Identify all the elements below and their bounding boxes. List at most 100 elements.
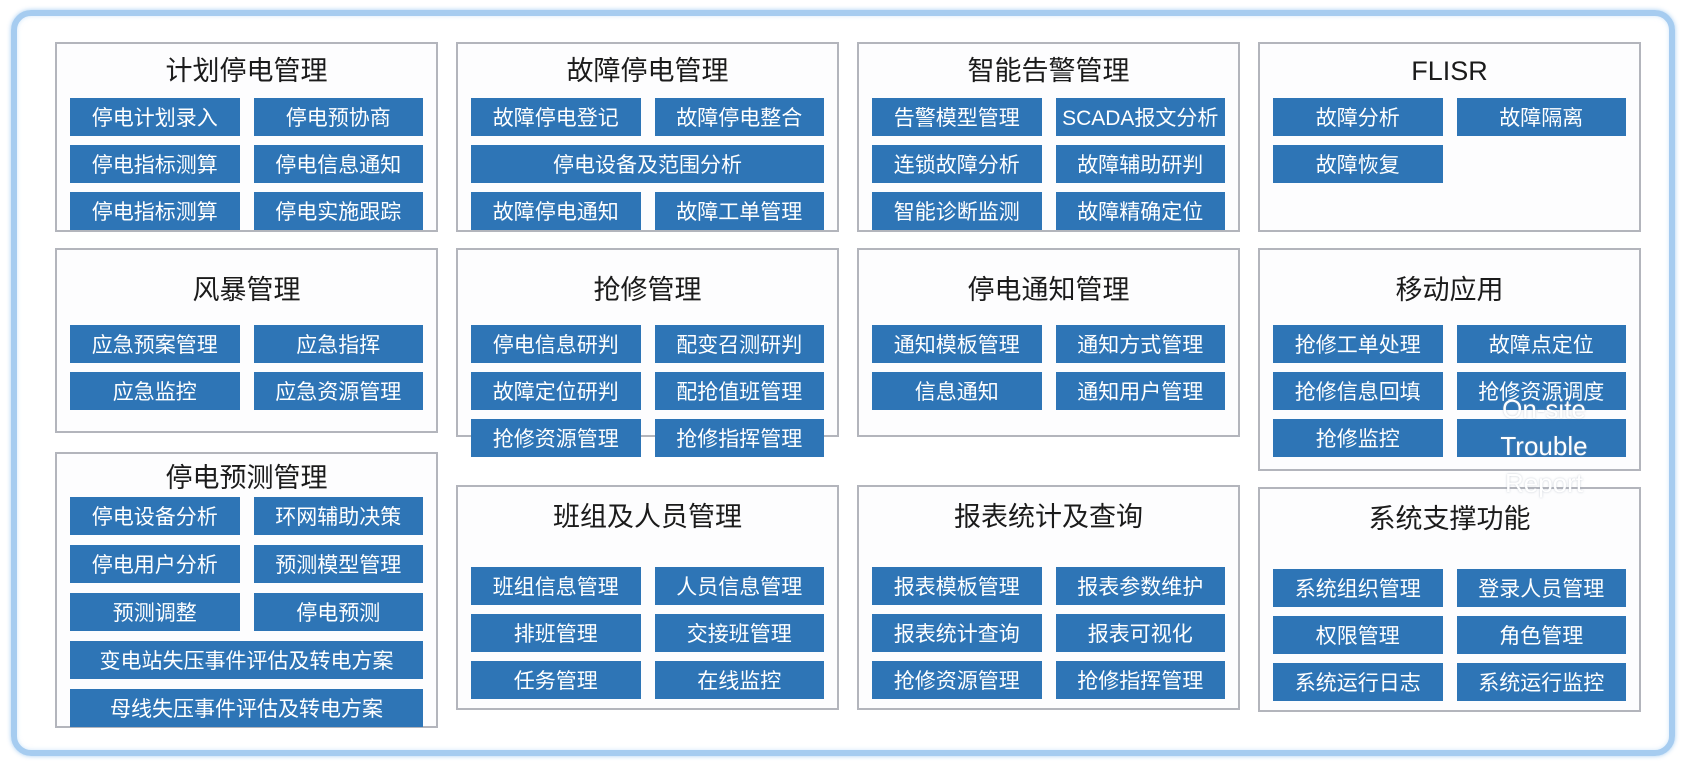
- button-grid: 报表模板管理 报表参数维护 报表统计查询 报表可视化 抢修资源管理 抢修指挥管理: [872, 567, 1225, 699]
- repair-resource-management-button-2[interactable]: 抢修资源管理: [872, 661, 1042, 699]
- button-grid: 故障分析 故障隔离 故障恢复: [1273, 98, 1626, 183]
- fault-analysis-button[interactable]: 故障分析: [1273, 98, 1443, 136]
- repair-duty-management-button[interactable]: 配抢值班管理: [654, 372, 824, 410]
- fault-work-order-management-button[interactable]: 故障工单管理: [654, 192, 824, 230]
- emergency-command-button[interactable]: 应急指挥: [253, 325, 423, 363]
- login-personnel-management-button[interactable]: 登录人员管理: [1456, 569, 1626, 607]
- panel-storm-management: 风暴管理 应急预案管理 应急指挥 应急监控 应急资源管理: [55, 248, 438, 433]
- fault-isolation-button[interactable]: 故障隔离: [1456, 98, 1626, 136]
- notification-user-management-button[interactable]: 通知用户管理: [1055, 372, 1225, 410]
- shift-handover-management-button[interactable]: 交接班管理: [654, 614, 824, 652]
- outage-pre-negotiation-button[interactable]: 停电预协商: [253, 98, 423, 136]
- fault-precise-location-button[interactable]: 故障精确定位: [1055, 192, 1225, 230]
- report-parameter-maintenance-button[interactable]: 报表参数维护: [1055, 567, 1225, 605]
- scada-message-analysis-button[interactable]: SCADA报文分析: [1055, 98, 1225, 136]
- panel-title: 智能告警管理: [967, 56, 1130, 86]
- permission-management-button[interactable]: 权限管理: [1273, 616, 1443, 654]
- panel-planned-outage-management: 计划停电管理 停电计划录入 停电预协商 停电指标测算 停电信息通知 停电指标测算…: [55, 42, 438, 232]
- panel-title: 故障停电管理: [566, 56, 729, 86]
- button-grid: 故障停电登记 故障停电整合 停电设备及范围分析 故障停电通知 故障工单管理: [471, 98, 824, 230]
- outage-prediction-button[interactable]: 停电预测: [253, 593, 423, 631]
- panel-title: 停电通知管理: [967, 275, 1130, 305]
- repair-info-backfill-button[interactable]: 抢修信息回填: [1273, 372, 1443, 410]
- fault-location-judgment-button[interactable]: 故障定位研判: [471, 372, 641, 410]
- system-run-log-button[interactable]: 系统运行日志: [1273, 663, 1443, 701]
- repair-command-management-button-2[interactable]: 抢修指挥管理: [1055, 661, 1225, 699]
- alarm-model-management-button[interactable]: 告警模型管理: [872, 98, 1042, 136]
- repair-resource-management-button[interactable]: 抢修资源管理: [471, 419, 641, 457]
- emergency-monitoring-button[interactable]: 应急监控: [70, 372, 240, 410]
- button-grid: 停电计划录入 停电预协商 停电指标测算 停电信息通知 停电指标测算 停电实施跟踪: [70, 98, 423, 230]
- system-run-monitoring-button[interactable]: 系统运行监控: [1456, 663, 1626, 701]
- outage-implementation-tracking-button[interactable]: 停电实施跟踪: [253, 192, 423, 230]
- system-organization-management-button[interactable]: 系统组织管理: [1273, 569, 1443, 607]
- panel-repair-management: 抢修管理 停电信息研判 配变召测研判 故障定位研判 配抢值班管理 抢修资源管理 …: [456, 248, 839, 457]
- panel-intelligent-alarm-management: 智能告警管理 告警模型管理 SCADA报文分析 连锁故障分析 故障辅助研判 智能…: [857, 42, 1240, 232]
- fault-assist-judgment-button[interactable]: 故障辅助研判: [1055, 145, 1225, 183]
- button-grid: 停电信息研判 配变召测研判 故障定位研判 配抢值班管理 抢修资源管理 抢修指挥管…: [471, 325, 824, 457]
- on-site-trouble-report-button[interactable]: [1456, 419, 1626, 457]
- substation-voltage-loss-assessment-button[interactable]: 变电站失压事件评估及转电方案: [70, 641, 423, 679]
- emergency-plan-management-button[interactable]: 应急预案管理: [70, 325, 240, 363]
- outage-plan-entry-button[interactable]: 停电计划录入: [70, 98, 240, 136]
- repair-work-order-processing-button[interactable]: 抢修工单处理: [1273, 325, 1443, 363]
- button-grid: 应急预案管理 应急指挥 应急监控 应急资源管理: [70, 325, 423, 410]
- panel-outage-prediction-management: 停电预测管理 停电设备分析 环网辅助决策 停电用户分析 预测模型管理 预测调整 …: [55, 452, 438, 728]
- info-notification-button[interactable]: 信息通知: [872, 372, 1042, 410]
- fault-outage-integration-button[interactable]: 故障停电整合: [654, 98, 824, 136]
- outage-info-notification-button[interactable]: 停电信息通知: [253, 145, 423, 183]
- notification-method-management-button[interactable]: 通知方式管理: [1055, 325, 1225, 363]
- cascading-fault-analysis-button[interactable]: 连锁故障分析: [872, 145, 1042, 183]
- outage-equipment-scope-analysis-button[interactable]: 停电设备及范围分析: [471, 145, 824, 183]
- panel-mobile-application: 移动应用 抢修工单处理 故障点定位 抢修信息回填 抢修资源调度 抢修监控 On-…: [1258, 248, 1641, 498]
- prediction-adjustment-button[interactable]: 预测调整: [70, 593, 240, 631]
- outer-frame-border: [11, 10, 1675, 756]
- panel-title: 风暴管理: [192, 275, 301, 305]
- button-grid: 通知模板管理 通知方式管理 信息通知 通知用户管理: [872, 325, 1225, 410]
- panel-title: 计划停电管理: [165, 56, 328, 86]
- report-template-management-button[interactable]: 报表模板管理: [872, 567, 1042, 605]
- fault-recovery-button[interactable]: 故障恢复: [1273, 145, 1443, 183]
- outage-index-calculation-button-2[interactable]: 停电指标测算: [70, 192, 240, 230]
- panel-team-personnel-management: 班组及人员管理 班组信息管理 人员信息管理 排班管理 交接班管理 任务管理 在线…: [456, 485, 839, 710]
- outage-equipment-analysis-button[interactable]: 停电设备分析: [70, 497, 240, 535]
- panel-flisr: FLISR 故障分析 故障隔离 故障恢复: [1258, 42, 1641, 232]
- online-monitoring-button[interactable]: 在线监控: [654, 661, 824, 699]
- personnel-info-management-button[interactable]: 人员信息管理: [654, 567, 824, 605]
- panel-title: 抢修管理: [593, 275, 702, 305]
- task-management-button[interactable]: 任务管理: [471, 661, 641, 699]
- outage-info-judgment-button[interactable]: 停电信息研判: [471, 325, 641, 363]
- button-grid: 抢修工单处理 故障点定位 抢修信息回填 抢修资源调度 抢修监控: [1273, 325, 1626, 457]
- outage-user-analysis-button[interactable]: 停电用户分析: [70, 545, 240, 583]
- role-management-button[interactable]: 角色管理: [1456, 616, 1626, 654]
- button-grid: 系统组织管理 登录人员管理 权限管理 角色管理 系统运行日志 系统运行监控: [1273, 569, 1626, 701]
- panel-title: 报表统计及查询: [954, 502, 1143, 532]
- repair-monitoring-button[interactable]: 抢修监控: [1273, 419, 1443, 457]
- panel-system-support-functions: 系统支撑功能 系统组织管理 登录人员管理 权限管理 角色管理 系统运行日志 系统…: [1258, 487, 1641, 712]
- repair-resource-dispatch-button[interactable]: 抢修资源调度: [1456, 372, 1626, 410]
- panel-title: 停电预测管理: [165, 463, 328, 493]
- fault-point-location-button[interactable]: 故障点定位: [1456, 325, 1626, 363]
- prediction-model-management-button[interactable]: 预测模型管理: [253, 545, 423, 583]
- report-visualization-button[interactable]: 报表可视化: [1055, 614, 1225, 652]
- transformer-call-test-judgment-button[interactable]: 配变召测研判: [654, 325, 824, 363]
- shift-management-button[interactable]: 排班管理: [471, 614, 641, 652]
- panel-title: 移动应用: [1395, 275, 1504, 305]
- fault-outage-registration-button[interactable]: 故障停电登记: [471, 98, 641, 136]
- notification-template-management-button[interactable]: 通知模板管理: [872, 325, 1042, 363]
- team-info-management-button[interactable]: 班组信息管理: [471, 567, 641, 605]
- button-grid: 告警模型管理 SCADA报文分析 连锁故障分析 故障辅助研判 智能诊断监测 故障…: [872, 98, 1225, 230]
- button-grid: 班组信息管理 人员信息管理 排班管理 交接班管理 任务管理 在线监控: [471, 567, 824, 699]
- repair-command-management-button[interactable]: 抢修指挥管理: [654, 419, 824, 457]
- busbar-voltage-loss-assessment-button[interactable]: 母线失压事件评估及转电方案: [70, 689, 423, 727]
- panel-title: 班组及人员管理: [553, 502, 742, 532]
- outage-index-calculation-button[interactable]: 停电指标测算: [70, 145, 240, 183]
- panel-outage-notification-management: 停电通知管理 通知模板管理 通知方式管理 信息通知 通知用户管理: [857, 248, 1240, 437]
- emergency-resource-management-button[interactable]: 应急资源管理: [253, 372, 423, 410]
- intelligent-diagnosis-monitoring-button[interactable]: 智能诊断监测: [872, 192, 1042, 230]
- panel-title: FLISR: [1411, 56, 1488, 86]
- ring-network-assist-decision-button[interactable]: 环网辅助决策: [253, 497, 423, 535]
- fault-outage-notification-button[interactable]: 故障停电通知: [471, 192, 641, 230]
- report-statistics-query-button[interactable]: 报表统计查询: [872, 614, 1042, 652]
